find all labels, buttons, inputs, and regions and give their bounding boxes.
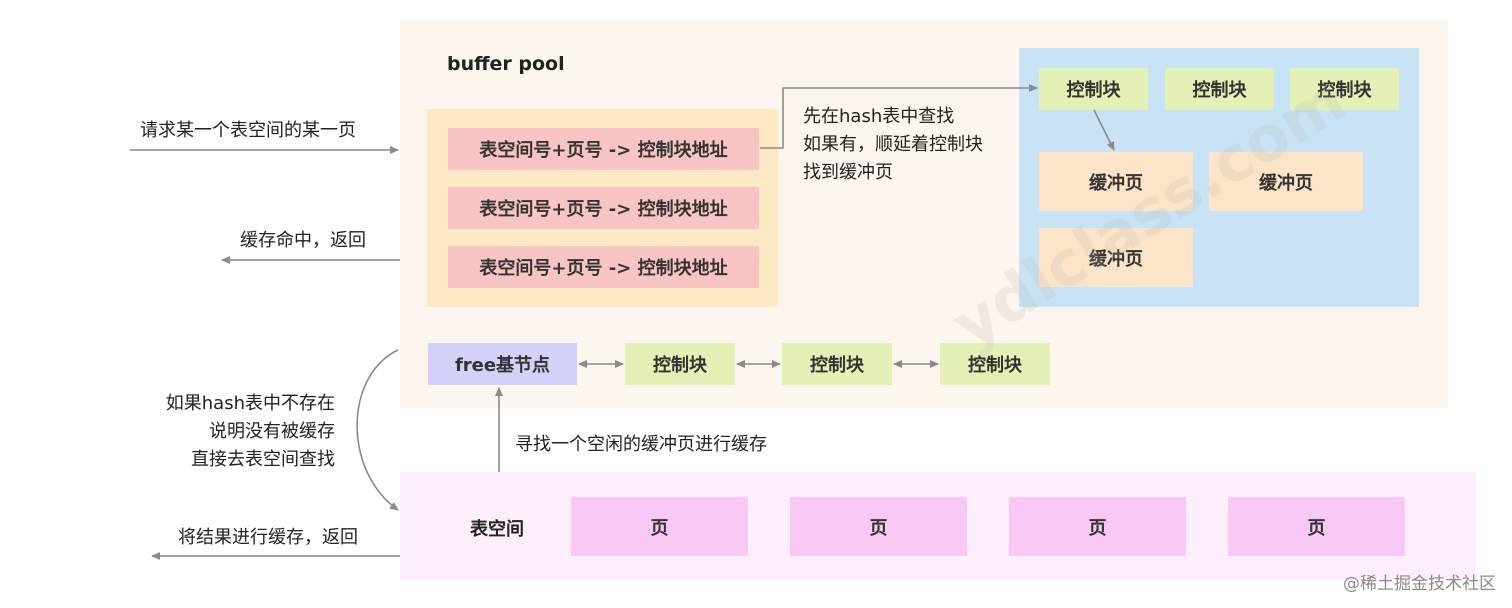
miss-label-line2: 说明没有被缓存: [209, 421, 335, 442]
find-free-label: 寻找一个空闲的缓冲页进行缓存: [515, 434, 767, 455]
free-control-block: 控制块: [625, 343, 735, 385]
cache-page: 缓冲页: [1039, 228, 1193, 287]
control-block: 控制块: [1039, 68, 1148, 110]
tablespace-page: 页: [1228, 497, 1405, 556]
control-block: 控制块: [1165, 68, 1274, 110]
lookup-label-line3: 找到缓冲页: [803, 162, 893, 183]
credit-text: @稀土掘金技术社区: [1343, 574, 1496, 594]
tablespace-page: 页: [1009, 497, 1186, 556]
cache-page: 缓冲页: [1039, 152, 1193, 211]
hash-entry: 表空间号+页号 -> 控制块地址: [448, 187, 759, 229]
hit-return-label: 缓存命中，返回: [240, 230, 366, 251]
hash-entry: 表空间号+页号 -> 控制块地址: [448, 128, 759, 170]
lookup-label-line2: 如果有，顺延着控制块: [803, 134, 983, 155]
cache-page: 缓冲页: [1209, 152, 1363, 211]
request-label: 请求某一个表空间的某一页: [140, 120, 356, 141]
miss-label-line3: 直接去表空间查找: [191, 449, 335, 470]
tablespace-page: 页: [571, 497, 748, 556]
cache-return-label: 将结果进行缓存，返回: [178, 527, 358, 548]
buffer-pool-title: buffer pool: [447, 53, 565, 75]
hash-to-control-arrow: [760, 84, 1038, 149]
hash-entry: 表空间号+页号 -> 控制块地址: [448, 246, 759, 288]
miss-label-line1: 如果hash表中不存在: [165, 393, 335, 414]
tablespace-page: 页: [790, 497, 967, 556]
lookup-label-line1: 先在hash表中查找: [803, 106, 955, 127]
free-list-head: free基节点: [428, 343, 577, 385]
free-control-block: 控制块: [782, 343, 892, 385]
tablespace-title: 表空间: [470, 519, 524, 540]
free-control-block: 控制块: [940, 343, 1050, 385]
control-block: 控制块: [1290, 68, 1399, 110]
control-to-page-arrow: [1093, 109, 1115, 151]
miss-curve-arrow: [356, 349, 399, 511]
